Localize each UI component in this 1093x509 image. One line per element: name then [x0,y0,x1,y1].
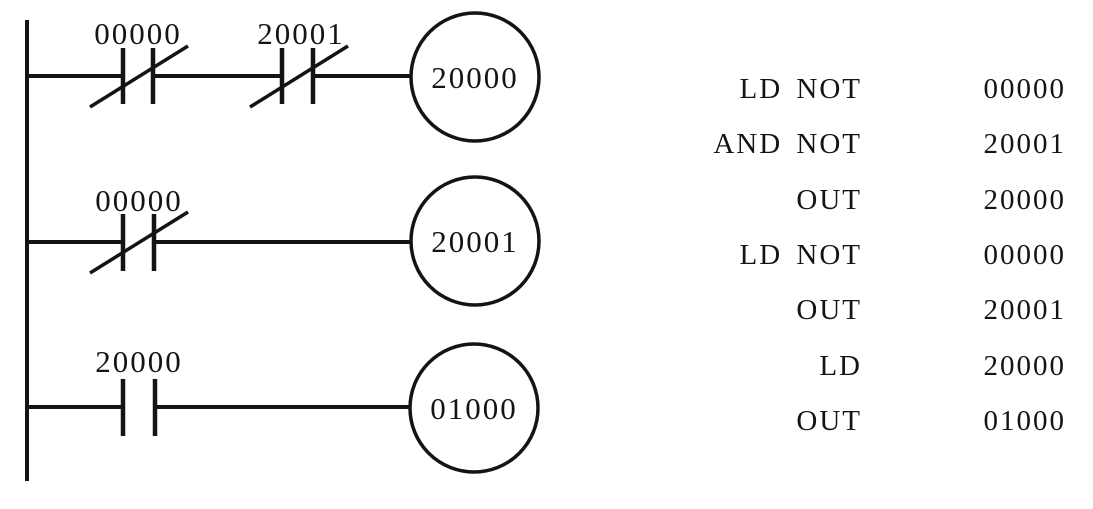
instruction-list: LD NOT 00000 AND NOT 20001 OUT 20000 LD … [710,62,1066,449]
instruction-mnemonic: LD [819,349,862,382]
instruction-row: OUT 20000 [710,173,1066,228]
output-coil: 20001 [409,175,541,307]
coil-circle [409,175,541,307]
output-coil: 01000 [408,342,540,474]
instruction-row: AND NOT 20001 [710,117,1066,172]
instruction-mnemonic: OUT [796,404,862,437]
instruction-operand: 20001 [983,128,1066,161]
instruction-row: LD NOT 00000 [710,228,1066,283]
coil-label: 20000 [431,60,519,95]
nc-slash [89,44,189,109]
ladder-diagram: 00000 20001 20000 00000 [25,11,541,481]
nc-contact: 00000 [89,183,189,275]
contact-label: 20000 [95,344,183,379]
instruction-operand: 00000 [983,73,1066,106]
rung-1: 00000 20001 20000 [27,11,541,143]
nc-contact: 20001 [249,16,349,109]
instruction-operand: 01000 [983,404,1066,437]
contact-label: 20001 [257,16,345,51]
instruction-row: LD 20000 [710,338,1066,393]
instruction-mnemonic: OUT [796,294,862,327]
contact-label: 00000 [95,183,183,218]
instruction-row: LD NOT 00000 [710,62,1066,117]
instruction-mnemonic: OUT [796,183,862,216]
instruction-operand: 20001 [983,294,1066,327]
output-coil: 20000 [409,11,541,143]
coil-label: 01000 [430,391,518,426]
coil-label: 20001 [431,224,519,259]
instruction-mnemonic: LD NOT [739,239,862,272]
instruction-operand: 00000 [983,239,1066,272]
instruction-row: OUT 01000 [710,394,1066,449]
nc-contact: 00000 [89,16,189,109]
contact-label: 00000 [94,16,182,51]
rung-3: 20000 01000 [27,342,540,474]
coil-circle [408,342,540,474]
no-contact: 20000 [95,344,183,436]
instruction-mnemonic: AND NOT [713,128,862,161]
instruction-mnemonic: LD NOT [739,73,862,106]
instruction-row: OUT 20001 [710,283,1066,338]
nc-slash [89,210,189,275]
rung-2: 00000 20001 [27,175,541,307]
coil-circle [409,11,541,143]
nc-slash [249,44,349,109]
instruction-operand: 20000 [983,183,1066,216]
instruction-operand: 20000 [983,349,1066,382]
